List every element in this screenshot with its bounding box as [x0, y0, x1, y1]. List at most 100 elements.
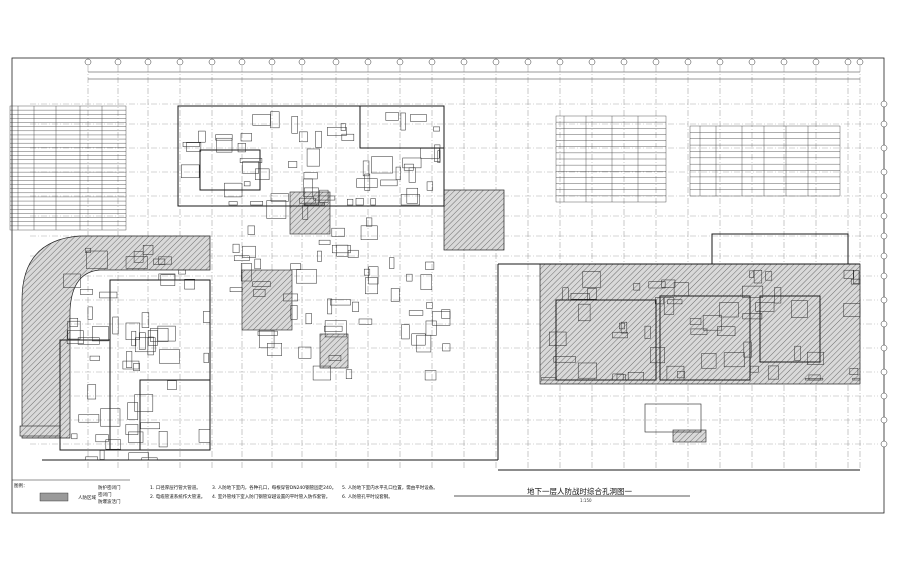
axis-bubble — [880, 232, 888, 240]
note-6: 6. 人防管孔平时设套钢。 — [342, 495, 393, 500]
partition-room — [767, 365, 779, 380]
partition-room — [380, 179, 398, 187]
partition-room — [402, 157, 422, 169]
partition-room — [240, 133, 252, 142]
schedule-table-left — [9, 105, 127, 231]
partition-room — [843, 269, 854, 279]
axis-bubble — [556, 58, 564, 66]
partition-room — [203, 311, 211, 323]
partition-room — [808, 374, 821, 381]
walls — [42, 105, 860, 471]
partition-room — [89, 355, 100, 361]
axis-bubble — [428, 58, 436, 66]
axis-bubble — [364, 58, 372, 66]
partition-room — [216, 137, 233, 153]
partition-room — [644, 325, 651, 339]
civil-defense-zones — [19, 189, 861, 443]
partition-room — [717, 326, 736, 336]
partition-room — [850, 278, 861, 285]
partition-room — [648, 281, 666, 289]
center-zone-c — [319, 333, 349, 369]
partition-room — [655, 297, 664, 305]
center-zone-a — [289, 191, 331, 235]
partition-room — [401, 324, 410, 340]
partition-room — [742, 285, 764, 298]
partition-room — [587, 288, 597, 300]
partition-room — [125, 256, 148, 269]
partition-room — [426, 181, 434, 191]
partition-room — [368, 266, 379, 285]
partition-room — [283, 293, 298, 302]
partition-room — [186, 142, 202, 152]
axis-bubble — [298, 58, 306, 66]
partition-room — [237, 143, 246, 153]
axis-bubble — [84, 58, 92, 66]
center-zone-b — [241, 269, 293, 331]
axis-bubble — [880, 272, 888, 280]
partition-room — [122, 360, 140, 370]
partition-room — [228, 201, 238, 206]
partition-room — [765, 271, 773, 281]
axis-bubble — [396, 58, 404, 66]
axis-bubble — [812, 58, 820, 66]
partition-room — [426, 302, 433, 309]
axis-bubble — [880, 344, 888, 352]
partition-room — [126, 351, 133, 368]
partition-room — [138, 332, 146, 350]
partition-room — [331, 227, 345, 237]
note-2: 2. 电缆管道系统作大管道。 — [150, 495, 206, 500]
legend-item-airtight-door: 密闭门 — [98, 493, 112, 498]
partition-room — [87, 306, 93, 320]
partition-room — [774, 287, 782, 304]
partition-room — [327, 127, 347, 136]
partition-room — [125, 424, 139, 435]
partition-room — [742, 313, 763, 320]
partition-room — [677, 371, 685, 379]
axis-bubble — [620, 58, 628, 66]
axis-bubble — [880, 252, 888, 260]
partition-room — [345, 369, 353, 379]
partition-room — [663, 297, 675, 315]
partition-room — [131, 330, 137, 347]
partition-room — [408, 310, 424, 316]
partition-room — [389, 257, 395, 269]
partition-room — [242, 161, 259, 174]
partition-room — [341, 133, 355, 141]
partition-room — [420, 274, 432, 290]
legend-item-zone: 人防区域 — [78, 496, 96, 501]
axis-bubble — [856, 58, 864, 66]
partition-room — [701, 353, 717, 369]
partition-room — [71, 433, 78, 440]
partition-room — [150, 328, 169, 342]
partition-room — [370, 198, 376, 206]
top-dimension-chain — [88, 71, 860, 80]
partition-room — [184, 278, 195, 290]
partition-room — [366, 217, 373, 227]
axis-bubble — [880, 100, 888, 108]
partition-room — [178, 269, 186, 275]
partition-room — [650, 347, 665, 364]
partition-room — [324, 320, 347, 338]
partition-room — [141, 457, 158, 461]
partition-room — [317, 250, 322, 262]
right-zone — [539, 263, 861, 385]
partition-room — [182, 142, 200, 147]
axis-bubble — [844, 58, 852, 66]
partition-room — [853, 270, 860, 284]
partition-room — [667, 299, 683, 305]
partition-room — [390, 288, 400, 302]
partition-room — [385, 112, 399, 121]
partition-room — [578, 303, 591, 322]
partition-room — [400, 194, 420, 206]
axis-bubble — [716, 58, 724, 66]
partition-room — [242, 245, 256, 258]
partition-room — [416, 334, 432, 353]
partition-room — [85, 247, 92, 253]
partition-room — [181, 164, 200, 179]
partition-room — [254, 258, 261, 270]
note-5: 5. 人防地下室内水平孔口位置，需由平时设备。 — [342, 486, 438, 491]
axis-bubble — [880, 320, 888, 328]
partition-room — [303, 187, 319, 206]
partition-room — [257, 330, 278, 336]
note-4: 4. 室外管线下室入防门钢管穿越设置的平时管入防作套管。 — [212, 495, 331, 500]
